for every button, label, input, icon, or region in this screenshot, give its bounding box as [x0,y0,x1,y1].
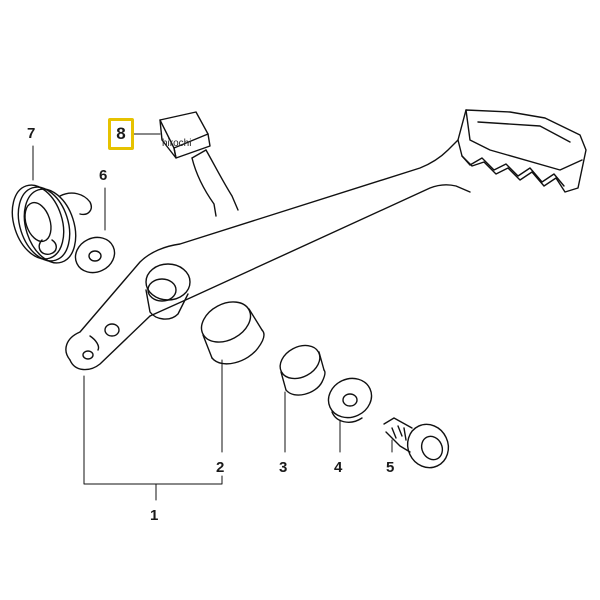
bush-part-3 [279,344,326,396]
callout-7: 7 [27,125,36,142]
callout-3: 3 [279,459,288,476]
washer-part-6 [74,236,116,274]
leader-lines [32,133,393,501]
callout-6: 6 [99,167,108,184]
callout-1: 1 [150,507,159,524]
return-spring-part-7 [11,184,92,264]
rubber-pad-part-8 [159,111,211,159]
callout-8: 8 [116,124,126,143]
bush-part-2 [200,301,265,365]
callout-5: 5 [386,459,395,476]
callout-8-highlighted: 8 [108,118,134,150]
pedal-lever [65,139,471,371]
pedal-upright-arm [191,149,239,217]
callout-4: 4 [334,459,343,476]
watermark-text: hirochi [162,138,192,149]
pedal-foot-plate [457,109,587,193]
shoulder-bolt-part-5 [383,417,450,469]
callout-2: 2 [216,459,225,476]
washer-part-4 [327,377,373,423]
